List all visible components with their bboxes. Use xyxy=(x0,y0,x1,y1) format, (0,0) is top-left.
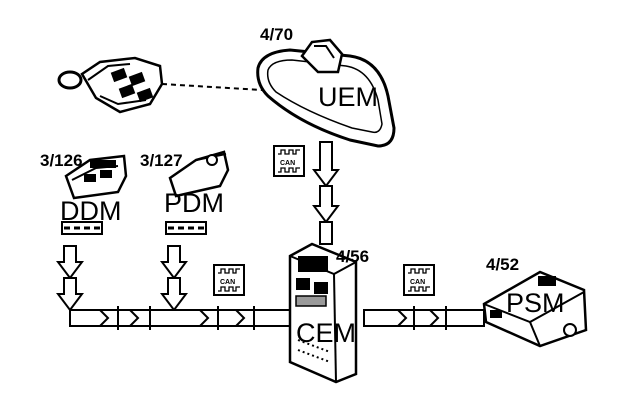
psm-ref-label: 4/52 xyxy=(486,255,519,274)
svg-text:CAN: CAN xyxy=(220,279,235,286)
uem-ref-label: 4/70 xyxy=(260,25,293,44)
can-bus-door-modules xyxy=(56,245,291,330)
psm-name-label: PSM xyxy=(506,288,565,318)
pdm-name-label: PDM xyxy=(164,188,224,218)
remote-signal-link xyxy=(161,83,263,91)
ddm-name-label: DDM xyxy=(60,196,122,226)
svg-text:CAN: CAN xyxy=(410,279,425,286)
cem-ref-label: 4/56 xyxy=(336,247,369,266)
pdm-ref-label: 3/127 xyxy=(140,151,183,170)
can-bus-icon: CAN xyxy=(403,264,435,296)
svg-text:CAN: CAN xyxy=(280,160,295,167)
connector-block-icon xyxy=(288,242,358,384)
uem-name-label: UEM xyxy=(318,82,378,112)
mirror-module-icon xyxy=(256,38,396,148)
can-bus-cem-psm xyxy=(363,306,485,330)
can-bus-uem-cem xyxy=(312,141,340,245)
key-fob-icon xyxy=(57,56,164,114)
door-module-icon xyxy=(61,154,128,235)
connector-block-icon xyxy=(482,270,588,348)
ddm-ref-label: 3/126 xyxy=(40,151,83,170)
door-module-icon xyxy=(165,150,230,235)
can-bus-icon: CAN xyxy=(273,145,305,177)
can-bus-icon: CAN xyxy=(213,264,245,296)
cem-name-label: CEM xyxy=(296,318,356,348)
